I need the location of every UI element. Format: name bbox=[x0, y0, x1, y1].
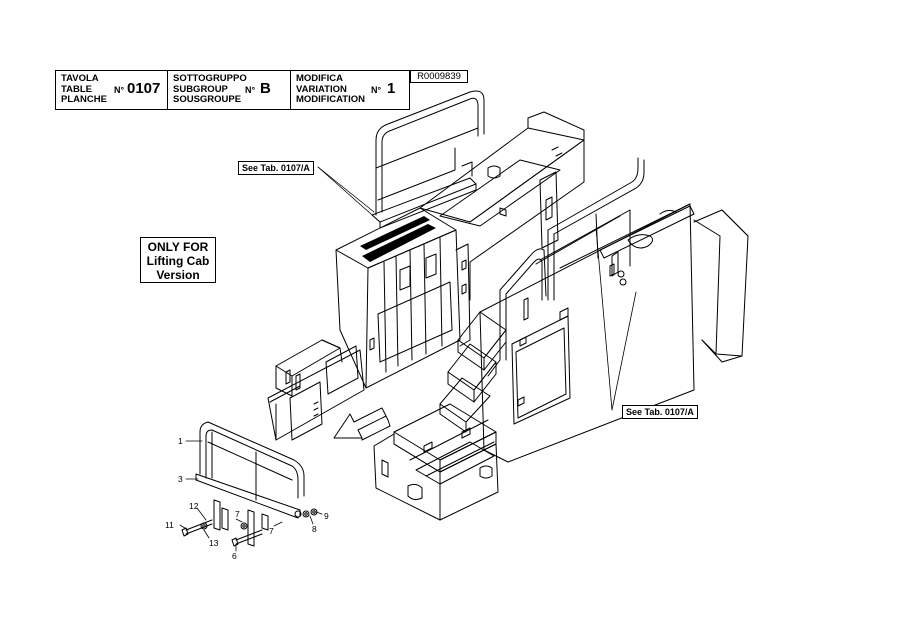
subgroup-value: B bbox=[260, 80, 271, 97]
part-number: 6 bbox=[232, 551, 237, 561]
console-cabinet bbox=[335, 207, 471, 389]
title-block: TAVOLA TABLE PLANCHE N° 0107 SOTTOGRUPPO… bbox=[55, 70, 410, 110]
rear-platform-frame bbox=[419, 111, 585, 301]
modification-no-label: N° bbox=[371, 85, 382, 95]
see-table-callout-top: See Tab. 0107/A bbox=[238, 161, 314, 175]
part-number: 13 bbox=[209, 538, 219, 548]
side-fender bbox=[693, 209, 749, 363]
part-number: 9 bbox=[324, 511, 329, 521]
part-number: 1 bbox=[178, 436, 183, 446]
part-number: 12 bbox=[189, 501, 199, 511]
main-side-body bbox=[479, 203, 695, 463]
table-label-fr: PLANCHE bbox=[61, 94, 107, 105]
stair-handrail bbox=[487, 248, 547, 377]
part-number: 11 bbox=[165, 520, 174, 530]
table-label-en: TABLE bbox=[61, 83, 92, 95]
part-number: 3 bbox=[178, 474, 183, 484]
side-panel bbox=[267, 339, 365, 441]
reference-code: R0009839 bbox=[410, 70, 468, 83]
stair-steps bbox=[439, 311, 507, 433]
leader-lines bbox=[179, 166, 637, 552]
exploded-direction-arrow bbox=[333, 407, 391, 441]
subgroup-label-fr: SOUSGROUPE bbox=[173, 94, 242, 105]
modification-cell: MODIFICA VARIATION MODIFICATION N° 1 bbox=[291, 71, 408, 109]
side-railing bbox=[535, 157, 645, 301]
table-no-label: N° bbox=[114, 85, 125, 95]
top-guard-rail bbox=[371, 90, 485, 229]
part-number: 7 bbox=[269, 526, 274, 536]
fasteners bbox=[181, 508, 318, 547]
modification-label-fr: MODIFICATION bbox=[296, 94, 365, 105]
lower-step-box bbox=[373, 403, 499, 521]
subgroup-no-label: N° bbox=[245, 85, 256, 95]
table-number: 0107 bbox=[127, 80, 161, 97]
note-line-2: Lifting Cab bbox=[146, 254, 210, 268]
subgroup-cell: SOTTOGRUPPO SUBGROUP SOUSGROUPE N° B bbox=[168, 71, 291, 109]
table-cell: TAVOLA TABLE PLANCHE N° 0107 bbox=[56, 71, 168, 109]
modification-value: 1 bbox=[387, 80, 396, 97]
table-label-it: TAVOLA bbox=[61, 73, 99, 84]
lifting-cab-note: ONLY FOR Lifting Cab Version bbox=[140, 237, 216, 283]
part-number: 7 bbox=[235, 509, 240, 519]
note-line-3: Version bbox=[156, 268, 200, 282]
note-line-1: ONLY FOR bbox=[147, 240, 209, 254]
see-table-callout-right: See Tab. 0107/A bbox=[622, 405, 698, 419]
modification-label-it: MODIFICA bbox=[296, 73, 343, 84]
subgroup-label-it: SOTTOGRUPPO bbox=[173, 73, 247, 84]
front-guard-rail bbox=[195, 421, 305, 547]
part-number: 8 bbox=[312, 524, 317, 534]
subgroup-label-en: SUBGROUP bbox=[173, 83, 228, 95]
modification-label-en: VARIATION bbox=[296, 83, 347, 95]
